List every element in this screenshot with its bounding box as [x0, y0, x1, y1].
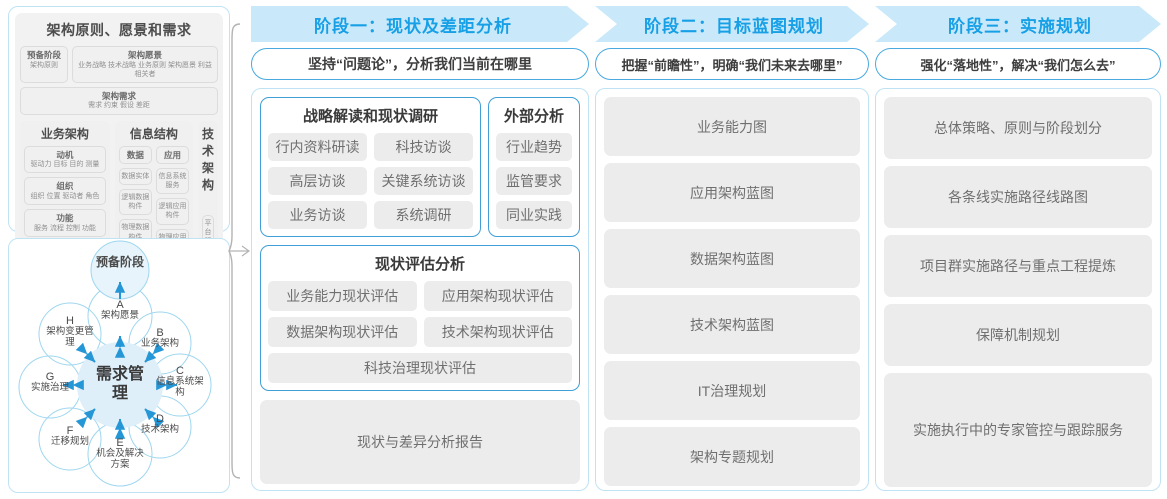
chip-business-capability-assessment[interactable]: 业务能力现状评估 — [268, 281, 417, 311]
phase-3-body: 总体策略、原则与阶段划分 各条线实施路径线路图 项目群实施路径与重点工程提炼 保… — [875, 88, 1161, 491]
phase-3-header: 阶段三：实施规划 — [875, 6, 1161, 42]
adm-cycle-panel: 预备阶段 需求管理 A 架构愿景 B 业务架构 C 信息系统架构 — [8, 238, 230, 493]
chip-internal-doc-review[interactable]: 行内资料研读 — [268, 133, 367, 161]
chip-regulatory-requirement[interactable]: 监管要求 — [496, 167, 572, 195]
tile-req-head: 架构需求 — [101, 90, 136, 101]
strategy-row-2: 高层访谈 关键系统访谈 — [268, 167, 473, 195]
togaf-content-framework-panel: 架构原则、愿景和需求 预备阶段 架构原则 架构愿景 业务战略 技术战略 业务原则… — [8, 6, 230, 448]
tile-logical-app: 逻辑应用构件 — [155, 198, 189, 225]
tile-vision-sub: 业务战略 技术战略 业务原则 架构愿景 利益相关者 — [78, 61, 212, 78]
phase-1-body: 战略解读和现状调研 行内资料研读 科技访谈 高层访谈 关键系统访谈 业务访谈 系… — [251, 88, 589, 491]
left-column: 架构原则、愿景和需求 预备阶段 架构原则 架构愿景 业务战略 技术战略 业务原则… — [8, 6, 230, 493]
adm-center-label: 需求管理 — [95, 366, 144, 403]
chip-overall-strategy-principles[interactable]: 总体策略、原则与阶段划分 — [884, 97, 1152, 159]
card-external-analysis: 外部分析 行业趋势 监管要求 同业实践 — [488, 97, 580, 237]
chip-data-architecture-assessment[interactable]: 数据架构现状评估 — [268, 317, 417, 347]
adm-node-c: C 信息系统架构 — [156, 365, 204, 398]
adm-node-e: E 机会及解决方案 — [96, 437, 144, 470]
tile-function: 功能 服务 流程 控制 功能 — [24, 208, 106, 237]
brace-connector — [228, 22, 251, 480]
column-tech-title: 技术架构 — [201, 126, 214, 192]
assessment-row-2: 数据架构现状评估 技术架构现状评估 — [268, 317, 572, 347]
tile-data-head: 数据 — [118, 145, 152, 165]
card-external-title: 外部分析 — [503, 108, 564, 125]
phase-1-header: 阶段一：现状及差距分析 — [251, 6, 589, 42]
chip-program-path-key-projects[interactable]: 项目群实施路径与重点工程提炼 — [884, 235, 1152, 297]
phase-3-column: 阶段三：实施规划 强化“落地性”，解决“我们怎么去” 总体策略、原则与阶段划分 … — [875, 6, 1161, 491]
chip-it-governance-assessment[interactable]: 科技治理现状评估 — [268, 353, 572, 383]
chip-business-capability-map[interactable]: 业务能力图 — [604, 97, 860, 156]
adm-node-prelim: 预备阶段 — [91, 255, 149, 270]
strategy-row-1: 行内资料研读 科技访谈 — [268, 133, 473, 161]
chip-gap-analysis-report[interactable]: 现状与差异分析报告 — [260, 400, 580, 484]
togaf-title: 架构原则、愿景和需求 — [46, 22, 192, 38]
card-current-state-assessment: 现状评估分析 业务能力现状评估 应用架构现状评估 数据架构现状评估 技术架构现状… — [260, 245, 580, 391]
chip-tech-architecture-assessment[interactable]: 技术架构现状评估 — [423, 317, 572, 347]
assessment-row-3: 科技治理现状评估 — [268, 353, 572, 383]
phase-2-subtitle: 把握“前瞻性”，明确“我们未来去哪里” — [595, 48, 869, 80]
phase-1-subtitle: 坚持“问题论”，分析我们当前在哪里 — [251, 48, 589, 80]
chip-data-architecture-blueprint[interactable]: 数据架构蓝图 — [604, 229, 860, 288]
card-strategy-research: 战略解读和现状调研 行内资料研读 科技访谈 高层访谈 关键系统访谈 业务访谈 系… — [260, 97, 481, 237]
adm-diagram: 预备阶段 需求管理 A 架构愿景 B 业务架构 C 信息系统架构 — [9, 239, 231, 494]
brace-icon — [228, 23, 251, 479]
chip-business-interview[interactable]: 业务访谈 — [268, 201, 367, 229]
chip-assurance-mechanism-plan[interactable]: 保障机制规划 — [884, 304, 1152, 366]
chip-system-survey[interactable]: 系统调研 — [374, 201, 473, 229]
phase-3-subtitle: 强化“落地性”，解决“我们怎么去” — [875, 48, 1161, 80]
chip-key-system-interview[interactable]: 关键系统访谈 — [374, 167, 473, 195]
chip-architecture-topic-plan[interactable]: 架构专题规划 — [604, 427, 860, 486]
adm-node-g: G 实施治理 — [30, 371, 69, 394]
chip-app-architecture-blueprint[interactable]: 应用架构蓝图 — [604, 163, 860, 222]
adm-node-h: H 架构变更管理 — [46, 315, 94, 348]
togaf-row-principles: 预备阶段 架构原则 架构愿景 业务战略 技术战略 业务原则 架构愿景 利益相关者 — [20, 46, 218, 83]
chip-executive-interview[interactable]: 高层访谈 — [268, 167, 367, 195]
tile-architecture-vision: 架构愿景 业务战略 技术战略 业务原则 架构愿景 利益相关者 — [72, 46, 218, 83]
chip-tech-architecture-blueprint[interactable]: 技术架构蓝图 — [604, 295, 860, 354]
tile-architecture-requirements: 架构需求 需求 约束 假设 差距 — [20, 86, 218, 115]
tile-prelim-sub: 架构原则 — [30, 61, 58, 69]
adm-node-b: B 业务架构 — [140, 327, 179, 350]
assessment-row-1: 业务能力现状评估 应用架构现状评估 — [268, 281, 572, 311]
tile-data-entity: 数据实体 — [118, 168, 152, 186]
tile-logical-data: 逻辑数据构件 — [118, 189, 152, 216]
phase-1-top-groups: 战略解读和现状调研 行内资料研读 科技访谈 高层访谈 关键系统访谈 业务访谈 系… — [260, 97, 580, 237]
tile-prelim: 预备阶段 架构原则 — [20, 46, 68, 83]
strategy-row-3: 业务访谈 系统调研 — [268, 201, 473, 229]
tile-is-service: 信息系统服务 — [155, 168, 189, 195]
phase-2-column: 阶段二：目标蓝图规划 把握“前瞻性”，明确“我们未来去哪里” 业务能力图 应用架… — [595, 6, 869, 491]
chip-app-architecture-assessment[interactable]: 应用架构现状评估 — [423, 281, 572, 311]
tile-app-head: 应用 — [155, 145, 189, 165]
adm-prelim-label: 预备阶段 — [95, 255, 144, 269]
chip-industry-trend[interactable]: 行业趋势 — [496, 133, 572, 161]
tile-motivation: 动机 驱动力 目标 目的 测量 — [24, 145, 106, 174]
tile-vision-head: 架构愿景 — [127, 50, 162, 60]
adm-node-d: D 技术架构 — [140, 413, 179, 436]
phase-2-body: 业务能力图 应用架构蓝图 数据架构蓝图 技术架构蓝图 IT治理规划 架构专题规划 — [595, 88, 869, 491]
chip-tech-interview[interactable]: 科技访谈 — [374, 133, 473, 161]
adm-svg — [18, 240, 212, 487]
business-items: 动机 驱动力 目标 目的 测量 组织 组织 位置 驱动者 角色 功能 服务 流程… — [24, 145, 106, 237]
phase-1-column: 阶段一：现状及差距分析 坚持“问题论”，分析我们当前在哪里 战略解读和现状调研 … — [251, 6, 589, 491]
column-info-title: 信息结构 — [129, 126, 178, 141]
tile-req-sub: 需求 约束 假设 差距 — [88, 102, 150, 110]
column-business-title: 业务架构 — [40, 126, 89, 141]
adm-center: 需求管理 — [90, 365, 150, 403]
tile-organization: 组织 组织 位置 驱动者 角色 — [24, 177, 106, 205]
chip-peer-practice[interactable]: 同业实践 — [496, 201, 572, 229]
chip-it-governance-plan[interactable]: IT治理规划 — [604, 361, 860, 420]
card-assessment-title: 现状评估分析 — [374, 256, 465, 273]
subcolumn-data: 数据 数据实体 逻辑数据构件 物理数据构件 — [118, 145, 152, 255]
tile-prelim-head: 预备阶段 — [26, 50, 61, 60]
adm-node-a: A 架构愿景 — [100, 299, 139, 322]
chip-line-implementation-roadmap[interactable]: 各条线实施路径线路图 — [884, 166, 1152, 228]
card-strategy-title: 战略解读和现状调研 — [302, 108, 438, 125]
phase-2-header: 阶段二：目标蓝图规划 — [595, 6, 869, 42]
adm-node-f: F 迁移规划 — [50, 425, 89, 448]
chip-expert-control-tracking-service[interactable]: 实施执行中的专家管控与跟踪服务 — [884, 373, 1152, 487]
